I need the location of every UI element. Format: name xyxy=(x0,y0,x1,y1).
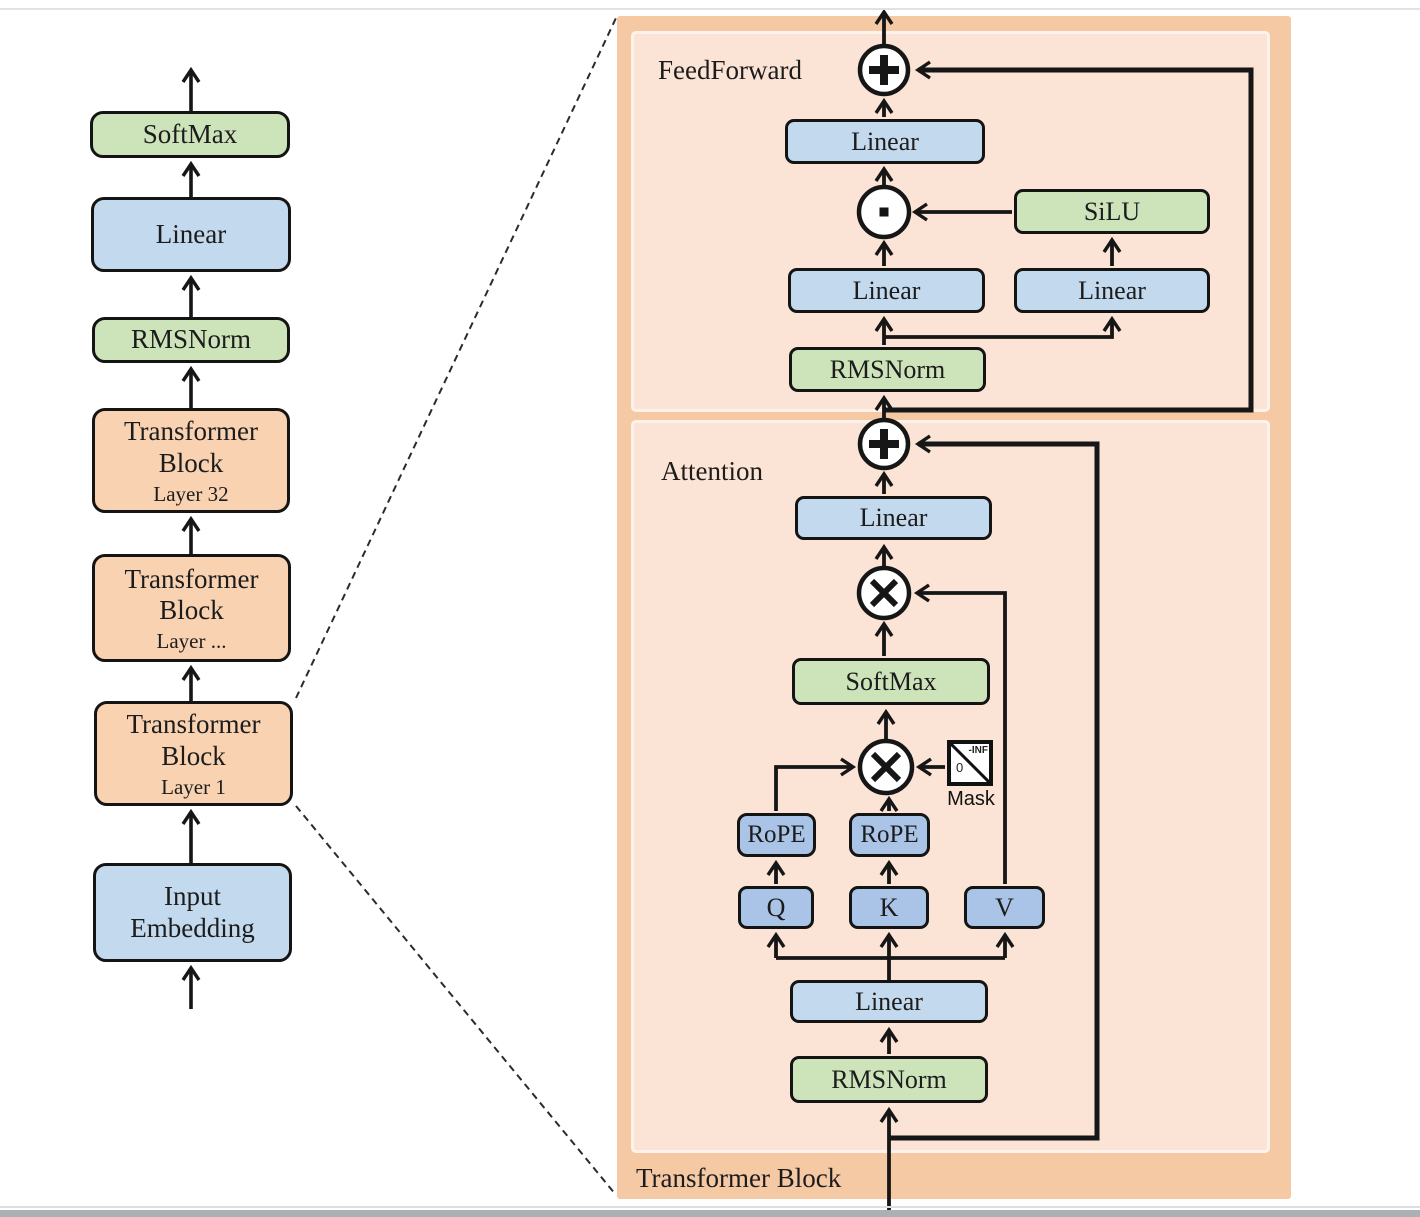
mask-icon: -INF 0 xyxy=(947,740,993,786)
node-label: Transformer Block xyxy=(126,709,261,771)
ff-linear-gate: Linear xyxy=(788,268,985,313)
mask-zero-value: 0 xyxy=(956,760,964,775)
dot-circle-elementwise xyxy=(856,184,912,240)
node-label: Input Embedding xyxy=(130,880,255,943)
attention-wires xyxy=(766,434,1100,1216)
attn-linear-out: Linear xyxy=(795,496,992,540)
attn-softmax: SoftMax xyxy=(792,658,990,705)
query-path-line xyxy=(774,757,857,811)
node-sublabel: Layer 32 xyxy=(153,481,229,506)
node-label: SoftMax xyxy=(142,118,238,149)
ff-silu: SiLU xyxy=(1014,189,1210,234)
left-node-softmax: SoftMax xyxy=(90,111,290,158)
plus-icon xyxy=(869,55,899,85)
attention-residual-line xyxy=(889,434,1100,1141)
branch-ffrms-to-up xyxy=(884,315,1122,339)
node-sublabel: Layer 1 xyxy=(161,774,226,799)
left-node-transformer-block-1: Transformer Block Layer 1 xyxy=(94,701,293,806)
attn-rope-q: RoPE xyxy=(737,813,816,857)
node-label: Linear xyxy=(155,218,227,249)
left-node-input-embedding: Input Embedding xyxy=(93,863,292,962)
attn-linear-qkv: Linear xyxy=(790,980,988,1023)
attention-label: Attention xyxy=(661,456,763,486)
attn-rope-k: RoPE xyxy=(849,813,930,857)
node-label: Transformer Block xyxy=(124,416,258,478)
dashed-guide-bottom xyxy=(295,805,617,1196)
add-circle-feedforward xyxy=(857,43,911,97)
frame-bottom-band xyxy=(0,1210,1420,1217)
mask-inf-value: -INF xyxy=(968,745,988,756)
dot-icon xyxy=(879,207,889,217)
left-node-linear: Linear xyxy=(91,197,291,272)
dashed-guide-top xyxy=(295,17,617,699)
node-label: Transformer Block xyxy=(124,563,259,626)
multiply-icon xyxy=(870,751,902,783)
frame-bottom-line xyxy=(0,1206,1420,1208)
attn-q: Q xyxy=(738,886,814,929)
plus-icon xyxy=(869,429,899,459)
value-path-line xyxy=(913,583,1007,884)
matmul-circle-qk xyxy=(857,738,915,796)
attn-v: V xyxy=(964,886,1045,929)
left-node-transformer-block-32: Transformer Block Layer 32 xyxy=(92,408,290,513)
attention-panel xyxy=(631,420,1270,1153)
feedforward-label: FeedForward xyxy=(658,55,802,85)
zoom-guides xyxy=(295,17,617,1196)
feedforward-residual-line xyxy=(884,60,1254,413)
feedforward-wires xyxy=(874,8,1254,418)
ff-rmsnorm: RMSNorm xyxy=(789,347,986,392)
mask-diagonal xyxy=(949,742,991,784)
attn-rmsnorm: RMSNorm xyxy=(790,1056,988,1103)
attn-k: K xyxy=(849,886,929,929)
node-sublabel: Layer ... xyxy=(156,629,227,654)
frame-top-line xyxy=(0,8,1420,10)
multiply-icon xyxy=(869,578,899,608)
matmul-circle-av xyxy=(856,565,912,621)
left-node-transformer-block-mid: Transformer Block Layer ... xyxy=(92,554,291,662)
ff-linear-out: Linear xyxy=(785,119,985,164)
mask-label: Mask xyxy=(947,788,995,810)
add-circle-attention xyxy=(857,417,911,471)
left-node-rmsnorm: RMSNorm xyxy=(92,317,290,363)
transformer-block-title: Transformer Block xyxy=(636,1163,842,1193)
node-label: RMSNorm xyxy=(130,324,252,355)
ff-linear-up: Linear xyxy=(1014,268,1210,313)
